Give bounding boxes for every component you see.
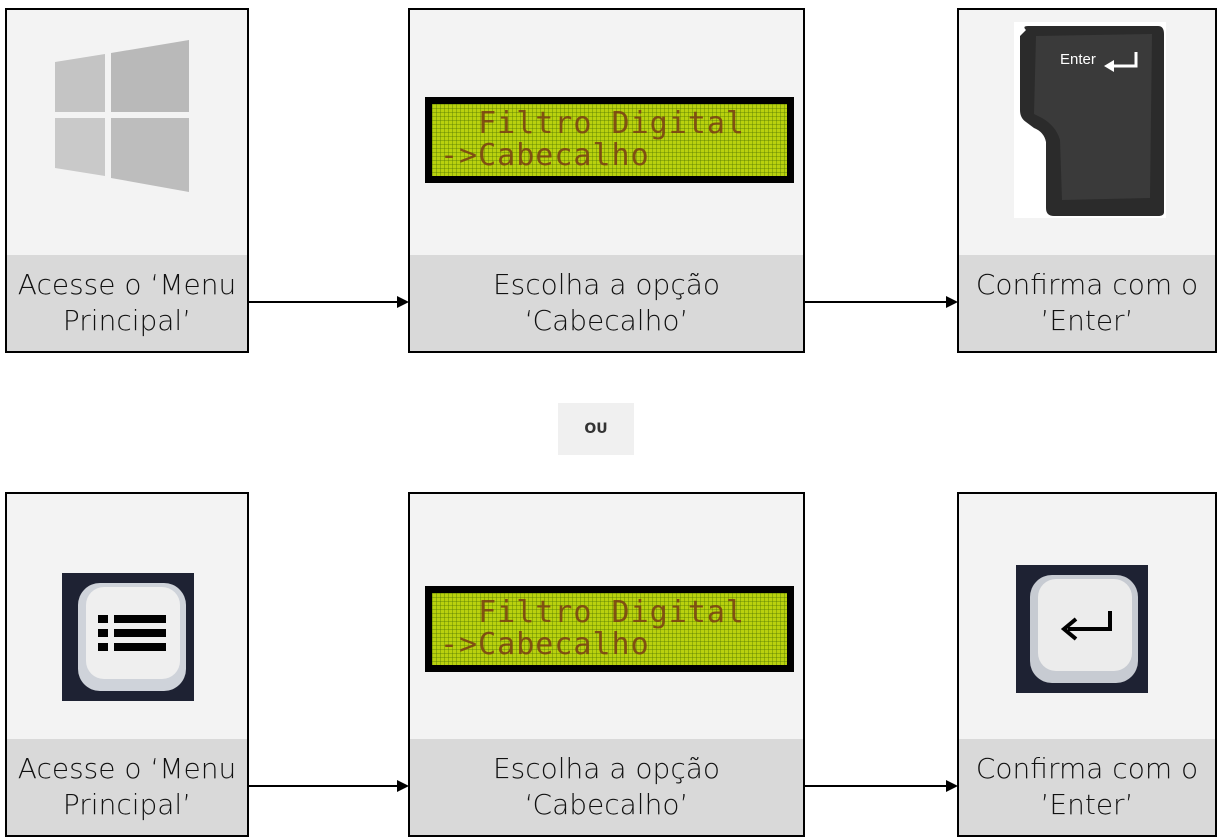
step-card-access-menu-bottom: Acesse o ‘Menu Principal’ [5, 492, 249, 837]
step-caption-text: Confirma com o ’Enter’ [975, 268, 1199, 337]
step-caption-text: Escolha a opção ‘Cabecalho’ [492, 268, 721, 337]
step-caption: Acesse o ‘Menu Principal’ [7, 255, 247, 351]
flow-arrow [805, 296, 958, 308]
flow-arrow [249, 780, 409, 792]
lcd-line-2: ->Cabecalho [440, 138, 650, 173]
step-caption-text: Escolha a opção ‘Cabecalho’ [492, 752, 721, 821]
or-separator: OU [558, 403, 634, 455]
windows-logo-icon [55, 40, 189, 192]
menu-key-icon [62, 573, 194, 701]
step-card-access-menu-top: Acesse o ‘Menu Principal’ [5, 8, 249, 353]
step-caption-text: Confirma com o ’Enter’ [975, 752, 1199, 821]
step-caption: Escolha a opção ‘Cabecalho’ [410, 739, 803, 835]
enter-key-photo-icon: Enter [1014, 22, 1166, 218]
lcd-display: Filtro Digital ->Cabecalho [425, 97, 794, 183]
step-caption-text: Acesse o ‘Menu Principal’ [17, 752, 237, 821]
step-caption-text: Acesse o ‘Menu Principal’ [17, 268, 237, 337]
lcd-line-2: ->Cabecalho [440, 627, 650, 662]
lcd-line-1: Filtro Digital [440, 595, 745, 630]
step-card-choose-option-top: Filtro Digital ->Cabecalho Escolha a opç… [408, 8, 805, 353]
step-caption: Confirma com o ’Enter’ [959, 739, 1215, 835]
step-card-confirm-enter-bottom: Confirma com o ’Enter’ [957, 492, 1217, 837]
step-card-choose-option-bottom: Filtro Digital ->Cabecalho Escolha a opç… [408, 492, 805, 837]
enter-key-icon [1016, 565, 1148, 693]
enter-key-label: Enter [1060, 51, 1096, 68]
step-caption: Escolha a opção ‘Cabecalho’ [410, 255, 803, 351]
flow-arrow [249, 296, 409, 308]
lcd-display: Filtro Digital ->Cabecalho [425, 586, 794, 672]
step-caption: Confirma com o ’Enter’ [959, 255, 1215, 351]
step-caption: Acesse o ‘Menu Principal’ [7, 739, 247, 835]
step-card-confirm-enter-top: Enter Confirma com o ’Enter’ [957, 8, 1217, 353]
lcd-line-1: Filtro Digital [440, 106, 745, 141]
flow-arrow [805, 780, 958, 792]
